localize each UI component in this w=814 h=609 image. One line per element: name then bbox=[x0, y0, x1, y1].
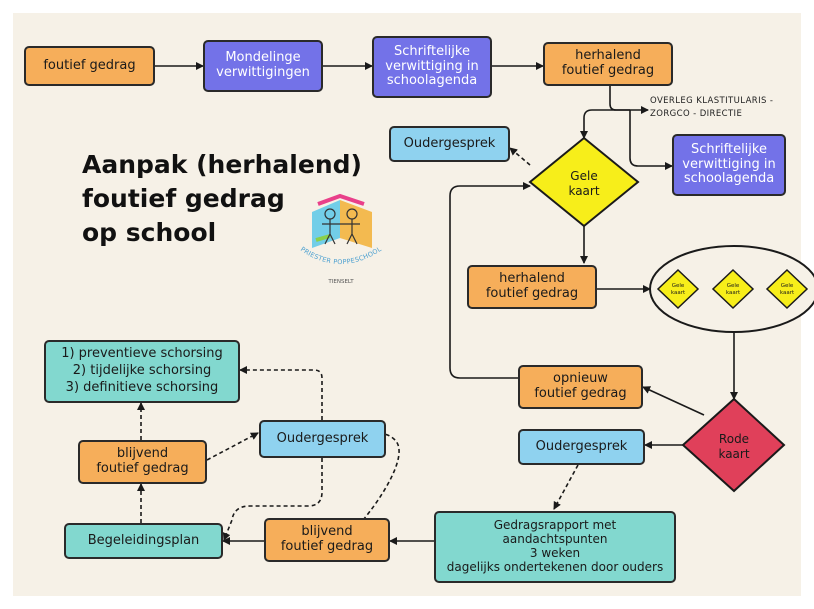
small-gele-kaart-2-label-line2: kaart bbox=[726, 290, 741, 296]
diagram-title: Aanpak (herhalend) foutief gedrag op sch… bbox=[82, 150, 362, 247]
small-gele-kaart-1-label-line2: kaart bbox=[671, 290, 686, 296]
node-schriftelijke-verwittiging-1: Schriftelijke verwittiging in schoolagen… bbox=[372, 36, 492, 98]
small-gele-kaart-1 bbox=[656, 268, 700, 310]
rode-kaart-label-line2: kaart bbox=[718, 447, 749, 461]
arrow-split-to-gele-kaart bbox=[580, 109, 630, 139]
node-oudergesprek-3: Oudergesprek bbox=[259, 420, 386, 458]
arrow-oudergesprek-to-begeleiding bbox=[222, 458, 323, 541]
small-gele-kaart-3 bbox=[765, 268, 809, 310]
node-schorsing: 1) preventieve schorsing 2) tijdelijke s… bbox=[44, 340, 240, 403]
small-gele-kaart-3-label-line2: kaart bbox=[780, 290, 795, 296]
node-blijvend-foutief-gedrag-2: blijvend foutief gedrag bbox=[264, 518, 390, 562]
gele-kaart-label-line1: Gele bbox=[570, 169, 597, 183]
node-begeleidingsplan: Begeleidingsplan bbox=[64, 523, 223, 559]
logo-subtext: TIENSELT bbox=[327, 279, 354, 285]
logo-child-left-body bbox=[322, 219, 340, 245]
overleg-note: OVERLEG KLASTITULARIS - ZORGCO - DIRECTI… bbox=[650, 96, 774, 119]
node-gedragsrapport: Gedragsrapport met aandachtspunten 3 wek… bbox=[434, 511, 676, 583]
arrow-gele-to-oudergesprek bbox=[509, 147, 531, 166]
logo-book-accent bbox=[315, 234, 331, 242]
small-gele-kaart-2-label-line1: Gele bbox=[727, 283, 740, 289]
node-schriftelijke-verwittiging-2: Schriftelijke verwittiging in schoolagen… bbox=[672, 134, 786, 196]
gele-kaart-label-line2: kaart bbox=[568, 184, 599, 198]
node-oudergesprek-2: Oudergesprek bbox=[518, 429, 645, 465]
node-herhalend-foutief-gedrag-1: herhalend foutief gedrag bbox=[543, 42, 673, 86]
rode-kaart-label-line1: Rode bbox=[719, 432, 749, 446]
arrow-rode-to-opnieuw bbox=[642, 386, 705, 416]
node-oudergesprek-1: Oudergesprek bbox=[389, 126, 510, 162]
node-mondelinge-verwittigingen: Mondelinge verwittigingen bbox=[203, 40, 323, 92]
arrow-blijvend-to-oudergesprek-left bbox=[206, 432, 259, 461]
small-gele-kaart-1-label-line1: Gele bbox=[672, 283, 685, 289]
arrow-opnieuw-to-gele bbox=[449, 182, 531, 379]
logo-child-right-body bbox=[340, 219, 360, 245]
node-blijvend-foutief-gedrag-1: blijvend foutief gedrag bbox=[78, 440, 207, 484]
gele-kaart-diamond bbox=[528, 136, 640, 228]
small-gele-kaart-3-label-line1: Gele bbox=[781, 283, 794, 289]
arrow-oudergesprek-to-rapport bbox=[553, 464, 579, 510]
arrow-split-to-schriftelijke bbox=[629, 110, 673, 170]
arrow-herhalend-to-split bbox=[609, 86, 649, 114]
arrow-oudergesprek-to-schorsing bbox=[239, 366, 323, 420]
node-foutief-gedrag: foutief gedrag bbox=[24, 46, 155, 86]
small-gele-kaart-2 bbox=[711, 268, 755, 310]
node-herhalend-foutief-gedrag-2: herhalend foutief gedrag bbox=[467, 265, 597, 309]
node-opnieuw-foutief-gedrag: opnieuw foutief gedrag bbox=[518, 365, 643, 409]
rode-kaart-diamond bbox=[681, 397, 786, 493]
logo-book-top bbox=[317, 193, 365, 206]
